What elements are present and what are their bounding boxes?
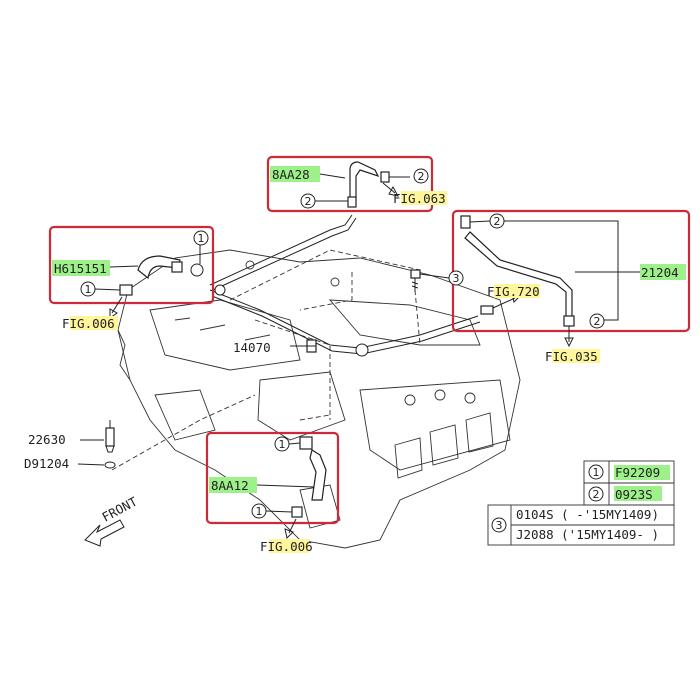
- pipes: [209, 214, 481, 357]
- legend-code-2: 0923S: [615, 487, 653, 502]
- part-22630: 22630: [28, 432, 66, 447]
- bolt-3: 3: [410, 269, 464, 292]
- fig-006-b: FIG.006: [62, 316, 115, 331]
- callout-1-d-bottom-num: 1: [256, 505, 263, 518]
- callout-1-top: [193, 230, 209, 246]
- legend-num-2: 2: [593, 488, 600, 501]
- callout-2-left-num: 2: [305, 195, 312, 208]
- highlight-8aa12: [209, 477, 257, 493]
- fig-035: FIG.035: [545, 349, 598, 364]
- group-8aa12: 1 8AA12 1 FIG.006: [205, 431, 340, 554]
- callout-3-bolt-num: 3: [453, 272, 460, 285]
- callout-1-top-num: 1: [198, 232, 205, 245]
- group-8aa28: 8AA28 2 2 FIG.063: [266, 155, 447, 213]
- highlight-fig006-b: [70, 316, 118, 330]
- fig-720: FIG.720: [487, 284, 540, 299]
- highlight-8aa28: [270, 166, 320, 182]
- callout-2-c-top-num: 2: [494, 215, 501, 228]
- legend-num-1: 1: [593, 466, 600, 479]
- part-8aa28: 8AA28: [272, 167, 310, 182]
- fig-063: FIG.063: [393, 191, 446, 206]
- sensor-group: 22630 D91204: [24, 420, 116, 471]
- callout-1-d-top-num: 1: [279, 438, 286, 451]
- part-d91204: D91204: [24, 456, 69, 471]
- group-21204: 2 2 21204 FIG.720 FIG.035: [451, 209, 691, 364]
- callout-box-h615151: [48, 225, 215, 305]
- legend-table: 1 F92209 2 0923S 3 0104S ( -'15MY1409) J…: [487, 460, 675, 546]
- highlight-21204: [640, 264, 686, 280]
- callout-2-top: [413, 168, 429, 184]
- front-arrow: FRONT: [84, 494, 140, 547]
- part-21204: 21204: [641, 265, 679, 280]
- highlight-h615151: [52, 260, 110, 276]
- highlight-fig006-d: [269, 539, 309, 553]
- legend-code-3a: 0104S ( -'15MY1409): [516, 507, 659, 522]
- fig-006-d: FIG.006: [260, 539, 313, 554]
- part-h615151: H615151: [54, 261, 107, 276]
- callout-2-c-bottom: [589, 313, 605, 329]
- highlight-fig035: [552, 349, 600, 363]
- callout-2-top-num: 2: [418, 170, 425, 183]
- callout-2-c-bottom-num: 2: [594, 315, 601, 328]
- highlight-fig720: [494, 284, 540, 298]
- part-14070: 14070: [233, 340, 271, 355]
- callout-3-bolt: [448, 270, 464, 286]
- callout-1-left-num: 1: [85, 283, 92, 296]
- highlight-fig063: [401, 191, 447, 205]
- legend-code-3b: J2088 ('15MY1409- ): [516, 527, 659, 542]
- callout-box-8aa28: [266, 155, 434, 213]
- callout-box-8aa12: [205, 431, 340, 525]
- legend-num-3: 3: [496, 519, 503, 532]
- callout-box-21204: [451, 209, 691, 333]
- legend-code-1: F92209: [615, 465, 660, 480]
- group-h615151: H615151 1 1 FIG.006: [48, 225, 215, 331]
- dashed-leaders: [111, 249, 421, 471]
- part-8aa12: 8AA12: [211, 478, 249, 493]
- engine-block: [117, 249, 521, 549]
